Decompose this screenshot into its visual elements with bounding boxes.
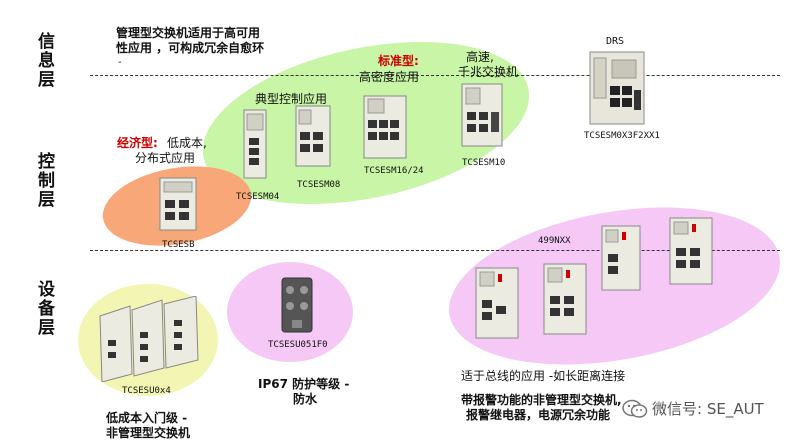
model-tcsesu051f0: TCSESU051F0 bbox=[268, 340, 328, 350]
device-tcsesm04 bbox=[243, 109, 267, 179]
device-drs bbox=[589, 51, 645, 125]
model-tcsesm04: TCSESM04 bbox=[236, 192, 280, 202]
note-typical-control: 典型控制应用 bbox=[255, 92, 328, 106]
wechat-icon bbox=[622, 399, 648, 418]
device-499nxx-2 bbox=[543, 263, 587, 335]
device-499nxx-3 bbox=[601, 225, 641, 291]
model-tcsesb: TCSESB bbox=[162, 240, 195, 250]
note-economy-label: 经济型: bbox=[117, 136, 158, 150]
device-tcsesm16-24 bbox=[363, 95, 407, 159]
model-tcsesm10: TCSESM10 bbox=[462, 158, 506, 168]
layer-label-control: 控制层 bbox=[34, 152, 54, 209]
layer-label-info: 信息层 bbox=[34, 32, 54, 89]
device-499nxx-4 bbox=[669, 217, 713, 285]
note-bus-app: 适于总线的应用 -如长距离连接 bbox=[461, 369, 626, 383]
note-alarm-line2: 报警继电器，电源冗余功能 bbox=[466, 408, 611, 422]
layer-label-device: 设备层 bbox=[34, 280, 54, 337]
model-drs-title: DRS bbox=[606, 36, 625, 47]
note-alarm-line1: 带报警功能的非管理型交换机, bbox=[461, 393, 622, 407]
note-economy-desc2: 分布式应用 bbox=[135, 151, 196, 165]
note-standard-label: 标准型: bbox=[378, 54, 419, 68]
separator-control-device bbox=[90, 250, 780, 251]
device-tcsesb bbox=[159, 177, 197, 231]
device-499nxx-1 bbox=[475, 267, 519, 339]
device-tcsesu051f0 bbox=[281, 277, 313, 333]
note-standard-desc: 高密度应用 bbox=[359, 70, 420, 84]
device-tcsesm08 bbox=[295, 105, 331, 167]
note-managed-line2: 性应用 ，可构成冗余自愈环 bbox=[116, 41, 265, 55]
note-ip67-line1: IP67 防护等级 - bbox=[258, 377, 350, 391]
note-lowcost-line2: 非管理型交换机 bbox=[106, 426, 191, 440]
note-managed-dash: - bbox=[118, 57, 122, 68]
watermark-text: 微信号: SE_AUT bbox=[652, 400, 764, 418]
note-highspeed-line2: 千兆交换机 bbox=[458, 65, 519, 79]
model-drs: TCSESM0X3F2XX1 bbox=[584, 131, 660, 141]
separator-info-control bbox=[90, 75, 780, 76]
note-highspeed-line1: 高速, bbox=[466, 50, 494, 64]
device-tcsesu0x4 bbox=[99, 296, 199, 382]
note-ip67-line2: 防水 bbox=[293, 392, 318, 406]
device-tcsesm10 bbox=[461, 83, 503, 147]
note-economy-desc1: 低成本, bbox=[167, 136, 207, 150]
model-tcsesu0x4: TCSESU0x4 bbox=[122, 386, 171, 396]
model-tcsesm08: TCSESM08 bbox=[297, 180, 341, 190]
note-lowcost-line1: 低成本入门级 - bbox=[106, 411, 188, 425]
note-managed-line1: 管理型交换机适用于高可用 bbox=[116, 26, 261, 40]
model-tcsesm16-24: TCSESM16/24 bbox=[364, 166, 424, 176]
model-499nxx: 499NXX bbox=[538, 236, 571, 246]
